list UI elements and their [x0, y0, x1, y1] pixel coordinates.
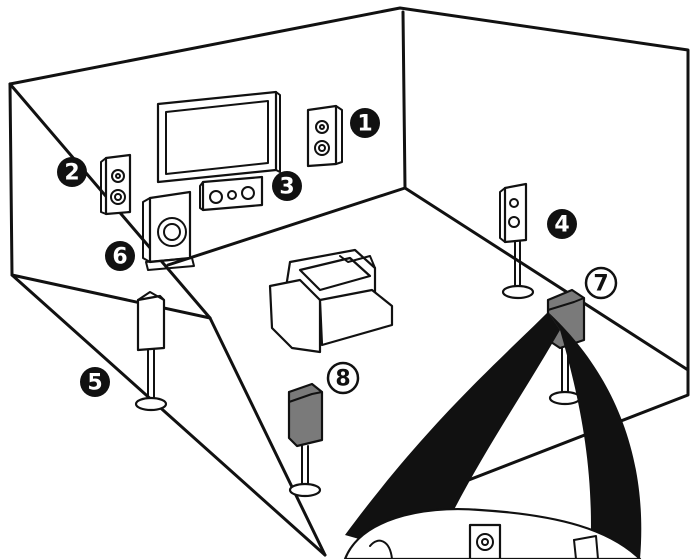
svg-text:1: 1	[357, 112, 372, 137]
speaker-surround-right	[499, 182, 535, 300]
svg-text:2: 2	[64, 161, 79, 186]
label-1: 1	[350, 108, 380, 138]
speaker-front-right	[306, 104, 343, 168]
armchair	[268, 248, 394, 354]
svg-text:7: 7	[593, 272, 608, 297]
subwoofer	[142, 190, 195, 271]
svg-text:3: 3	[279, 175, 294, 200]
speaker-center	[199, 175, 264, 212]
television	[156, 90, 281, 184]
label-4: 4	[547, 209, 577, 239]
label-6: 6	[105, 241, 135, 271]
svg-text:5: 5	[87, 371, 102, 396]
label-3: 3	[272, 171, 302, 201]
label-8: 8	[326, 361, 360, 395]
label-2: 2	[57, 157, 87, 187]
speaker-surround-left	[134, 291, 168, 412]
speaker-surround-back-left	[287, 382, 324, 498]
label-5: 5	[80, 367, 110, 397]
svg-text:6: 6	[112, 245, 127, 270]
speaker-front-left	[100, 153, 132, 216]
label-7: 7	[584, 266, 618, 300]
svg-text:4: 4	[554, 213, 569, 238]
zoom-callout	[343, 312, 642, 559]
svg-text:8: 8	[335, 367, 350, 392]
